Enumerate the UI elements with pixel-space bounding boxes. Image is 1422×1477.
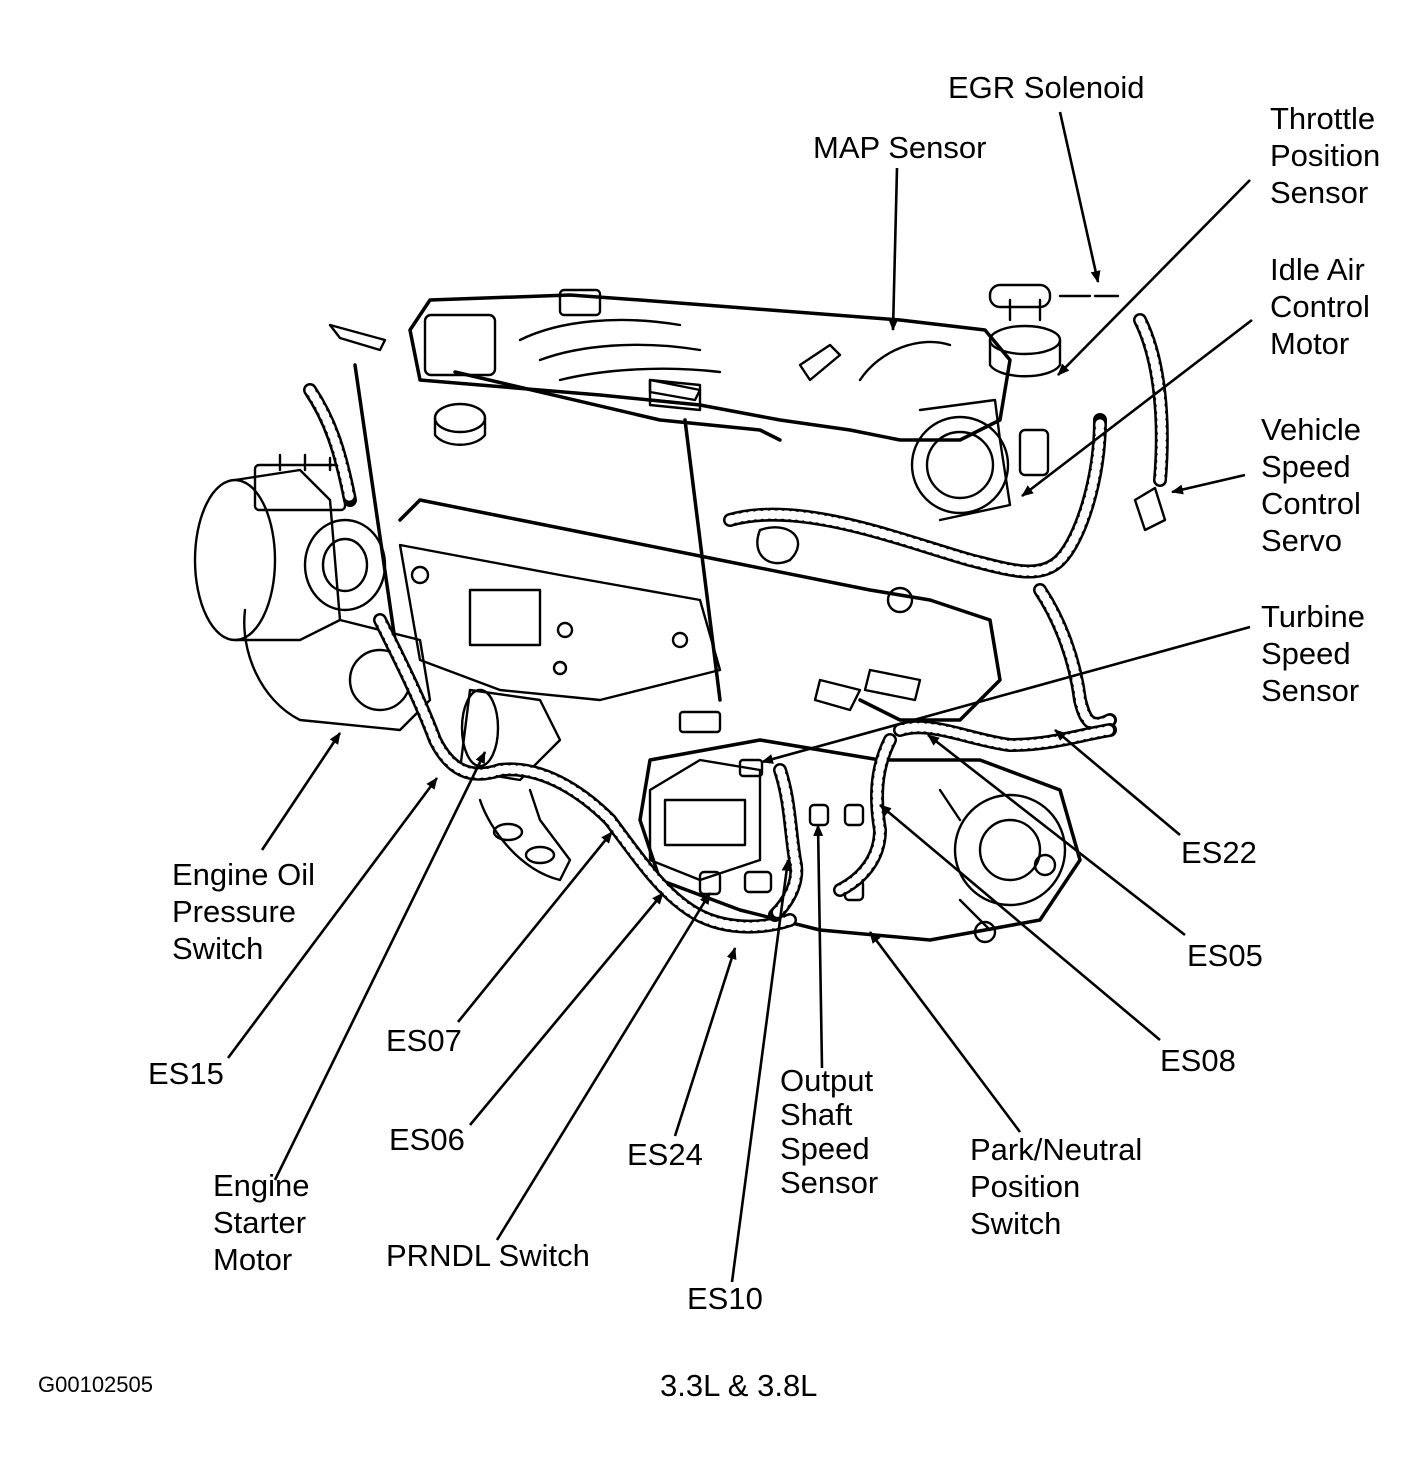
label-map-sensor: MAP Sensor [813,130,987,165]
label-engine-oil-pressure-switch: Engine Oil Pressure Switch [172,857,316,966]
label-es10: ES10 [687,1281,763,1316]
label-es05: ES05 [1187,938,1263,973]
leader-lines [226,111,1253,1283]
label-es15: ES15 [148,1056,224,1091]
label-park-neutral-position-switch: Park/Neutral Position Switch [970,1132,1143,1241]
label-prndl-switch: PRNDL Switch [386,1238,590,1273]
figure-id: G00102505 [38,1372,153,1397]
label-vehicle-speed-control-servo: Vehicle Speed Control Servo [1261,412,1361,558]
label-es22: ES22 [1181,835,1257,870]
label-idle-air-control-motor: Idle Air Control Motor [1270,252,1370,361]
engine-line-art [193,283,1167,944]
label-es07: ES07 [386,1023,462,1058]
label-es08: ES08 [1160,1043,1236,1078]
label-egr-solenoid: EGR Solenoid [948,70,1145,105]
label-throttle-position-sensor: Throttle Position Sensor [1270,101,1381,210]
diagram-caption: 3.3L & 3.8L [660,1368,818,1403]
label-turbine-speed-sensor: Turbine Speed Sensor [1261,599,1365,708]
label-es24: ES24 [627,1137,703,1172]
label-es06: ES06 [389,1122,465,1157]
label-engine-starter-motor: Engine Starter Motor [213,1168,310,1277]
label-output-shaft-speed-sensor: Output Shaft Speed Sensor [780,1063,879,1200]
